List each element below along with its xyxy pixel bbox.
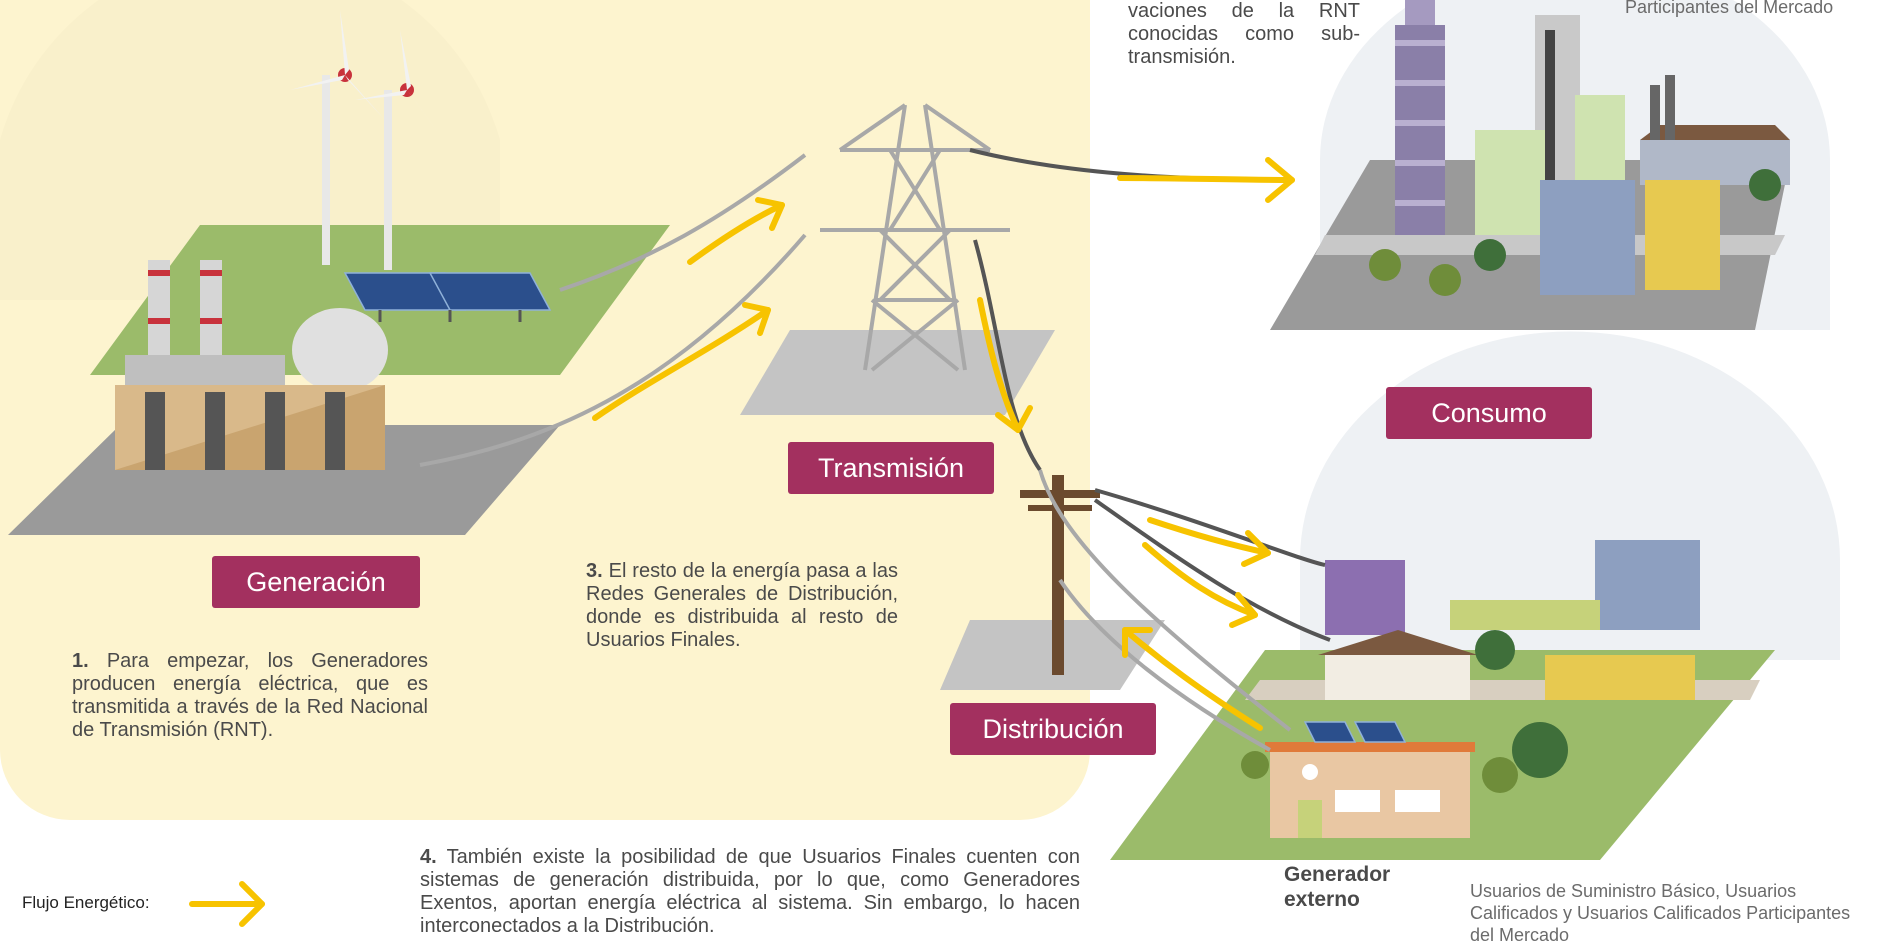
- generation-plant: [0, 0, 670, 535]
- stage-label-transmision: Transmisión: [788, 442, 994, 494]
- chimney-icon: [148, 260, 222, 360]
- tree-icon: [1475, 630, 1515, 670]
- stage-label-distribucion: Distribución: [950, 703, 1156, 755]
- note-step-1-number: 1.: [72, 650, 89, 672]
- tree-icon: [1749, 169, 1781, 201]
- tree-icon: [1482, 757, 1518, 793]
- glass-building-icon: [1595, 540, 1700, 630]
- glass-building-icon: [1540, 180, 1635, 295]
- tree-icon: [1429, 264, 1461, 296]
- note-step-1-text: Para empezar, los Generadores producen e…: [72, 650, 428, 741]
- house-icon: [1545, 655, 1695, 700]
- note-step-4-text: También existe la posibilidad de que Usu…: [420, 846, 1080, 937]
- top-right-caption: Participantes del Mercado: [1625, 0, 1834, 17]
- yellow-building-icon: [1645, 180, 1720, 290]
- suburb-illustration: [1110, 331, 1840, 860]
- generador-externo-label: Generador externo: [1284, 863, 1391, 911]
- solar-panel-icon: [343, 272, 552, 322]
- note-step-4: 4. También existe la posibilidad de que …: [420, 846, 1080, 938]
- tree-icon: [1512, 722, 1568, 778]
- note-step-3-text: El resto de la energía pasa a las Redes …: [586, 560, 898, 651]
- stage-label-consumo: Consumo: [1386, 387, 1592, 439]
- tree-icon: [1241, 751, 1269, 779]
- transmission-tower-icon: [740, 103, 1055, 415]
- tree-icon: [1369, 249, 1401, 281]
- green-building-icon: [1475, 130, 1545, 235]
- solar-panel-icon: [1353, 721, 1407, 743]
- stage-label-generacion: Generación: [212, 556, 420, 608]
- note-step-3-number: 3.: [586, 560, 603, 582]
- users-caption: Usuarios de Suministro Básico, Usuarios …: [1470, 881, 1851, 945]
- purple-building-icon: [1325, 560, 1405, 635]
- tree-icon: [1474, 239, 1506, 271]
- wind-turbine-icon: [355, 30, 440, 270]
- energy-flow-arrows: [592, 157, 1295, 731]
- house-icon: [1325, 655, 1470, 700]
- note-step-1: 1. Para empezar, los Generadores produce…: [72, 650, 428, 742]
- city-illustration: [1270, 0, 1830, 330]
- solar-panel-icon: [1303, 721, 1357, 743]
- wind-turbine-icon: [290, 10, 385, 265]
- note-step-4-number: 4.: [420, 846, 437, 868]
- prosumer-house-icon: [1265, 721, 1475, 838]
- legend-label: Flujo Energético:: [22, 893, 150, 912]
- note-step-2-fragment: vaciones de la RNT conocidas como sub-tr…: [1128, 0, 1360, 68]
- note-step-3: 3. El resto de la energía pasa a las Red…: [586, 560, 898, 652]
- storage-tank-icon: [292, 308, 388, 392]
- legend-arrow-icon: [189, 881, 265, 927]
